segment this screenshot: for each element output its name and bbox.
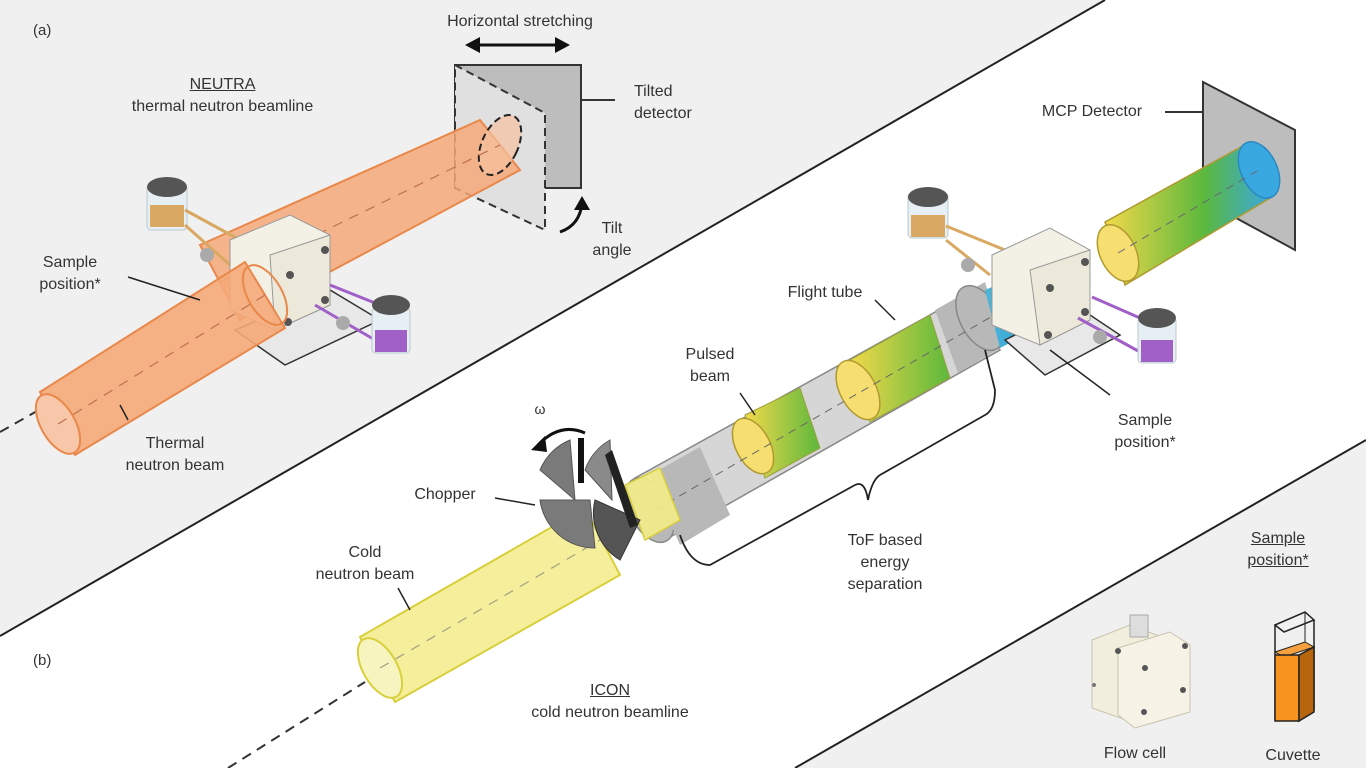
cold-beam-axis [227, 681, 366, 768]
thermal-beam-label: Thermal neutron beam [110, 433, 240, 477]
pulsed-beam-line1: Pulsed [685, 346, 735, 363]
inset-title-line1: Sample [1250, 530, 1306, 547]
chopper-label: Chopper [414, 486, 476, 503]
flight-tube [625, 273, 1039, 545]
panel-b-diagram [227, 80, 1296, 768]
neutra-name: NEUTRA [189, 76, 256, 93]
sample-position-label-a: Sample position* [30, 252, 110, 296]
horizontal-stretching-label: Horizontal stretching [447, 13, 593, 30]
flight-tube-label: Flight tube [787, 284, 863, 301]
tilted-detector-line1: Tilted [634, 83, 673, 100]
inset-title: Sample position* [1238, 528, 1318, 572]
sample-position-a-line1: Sample [42, 254, 98, 271]
cold-beam-label: Cold neutron beam [300, 542, 430, 586]
tof-bracket [679, 349, 996, 566]
chopper-leader [494, 497, 536, 506]
panel-a-diagram [0, 37, 615, 457]
flight-tube-leader [874, 299, 896, 321]
cuvette-icon [1273, 611, 1316, 723]
icon-desc: cold neutron beamline [531, 704, 689, 721]
cold-beam-line2: neutron beam [315, 566, 415, 583]
tof-line3: separation [847, 576, 923, 593]
tilted-detector-label: Tilted detector [634, 81, 692, 125]
flow-cell-assembly-a [146, 177, 411, 366]
tilt-angle-line1: Tilt [601, 220, 623, 237]
sample-position-a-line2: position* [39, 276, 101, 293]
tof-label: ToF based energy separation [830, 530, 940, 596]
tilted-detector-line2: detector [634, 105, 692, 122]
cold-beam-leader [397, 587, 411, 611]
panel-b-tag: (b) [33, 652, 52, 669]
sample-leader-a [127, 276, 201, 301]
panel-a-divider [0, 0, 1106, 637]
pulsed-beam-line2: beam [689, 368, 731, 385]
cuvette-label: Cuvette [1265, 747, 1321, 764]
neutra-desc: thermal neutron beamline [131, 98, 314, 115]
inset-title-line2: position* [1247, 552, 1309, 569]
sample-position-b-line2: position* [1114, 434, 1176, 451]
beam-leader-a [119, 404, 129, 421]
detector-beam [1096, 140, 1281, 287]
pulsed-beam-label: Pulsed beam [670, 344, 750, 388]
tilt-angle-line2: angle [592, 242, 632, 259]
sample-leader-b [1049, 349, 1111, 396]
inset-diagram [1091, 611, 1316, 729]
cold-beam [356, 466, 681, 704]
sample-position-b-line1: Sample [1117, 412, 1173, 429]
thermal-beam-near [34, 260, 289, 457]
stretch-arrow [465, 37, 570, 53]
neutra-title: NEUTRA thermal neutron beamline [115, 74, 330, 118]
panel-a-tag: (a) [33, 22, 52, 39]
inset-divider [794, 439, 1366, 768]
chopper [539, 438, 641, 561]
icon-name: ICON [590, 682, 630, 699]
tilt-angle-label: Tilt angle [582, 218, 642, 262]
tof-line1: ToF based [847, 532, 923, 549]
thermal-beam-line2: neutron beam [125, 457, 225, 474]
cold-beam-line1: Cold [348, 544, 382, 561]
flow-cell-assembly-b [907, 187, 1177, 376]
flow-cell-label: Flow cell [1103, 745, 1167, 762]
omega-label: ω [534, 401, 546, 417]
tof-line2: energy [860, 554, 910, 571]
sample-position-label-b: Sample position* [1105, 410, 1185, 454]
mcp-detector-label: MCP Detector [1041, 103, 1143, 120]
thermal-beam-line1: Thermal [145, 435, 205, 452]
flow-cell-icon [1091, 614, 1191, 729]
pulsed-beam-leader [739, 392, 756, 416]
icon-title: ICON cold neutron beamline [520, 680, 700, 724]
